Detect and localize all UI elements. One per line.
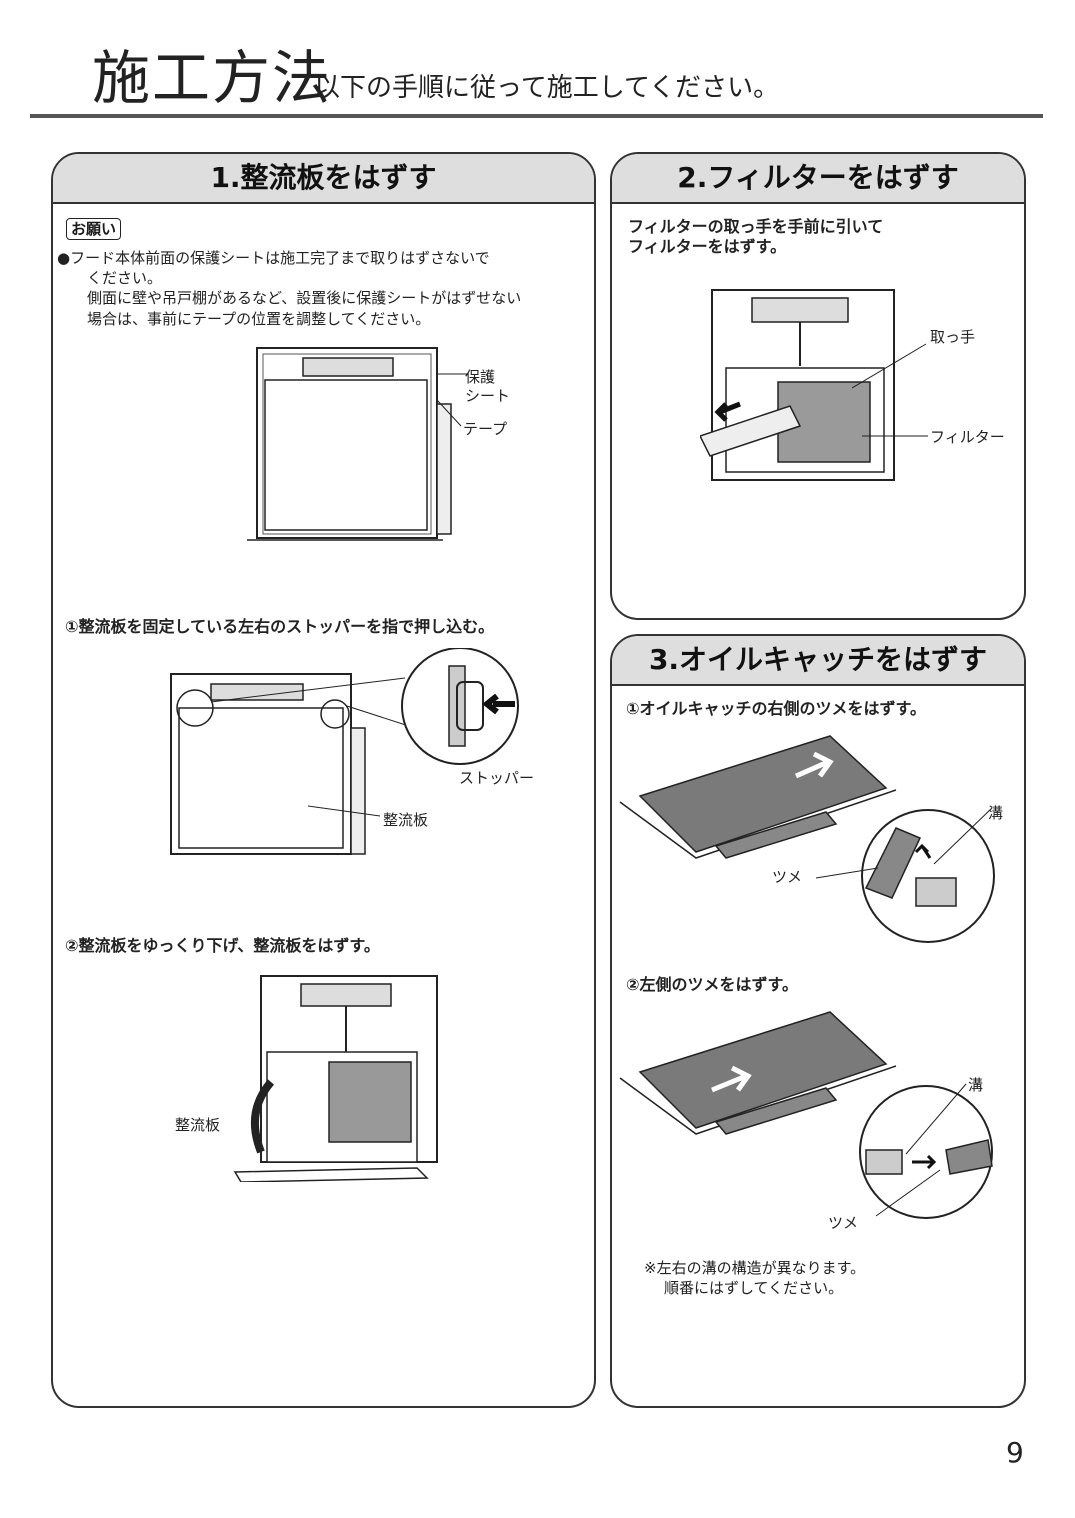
oil-catch-left-claw-illustration	[619, 1011, 993, 1219]
lowering-baffle-illustration	[233, 975, 438, 1182]
hood-protective-sheet-illustration	[247, 347, 452, 541]
section-title: 1.整流板をはずす	[210, 161, 437, 194]
step-text: ①オイルキャッチの右側のツメをはずす。	[626, 699, 926, 718]
page-header: 施工方法 以下の手順に従って施工してください。	[92, 46, 1042, 110]
section-remove-baffle-plate: 1.整流板をはずす お願い ●フード本体前面の保護シートは施工完了まで取りはずさ…	[51, 152, 596, 1408]
section-remove-oil-catch: 3.オイルキャッチをはずす ①オイルキャッチの右側のツメをはずす。 溝 ツメ ②…	[610, 634, 1026, 1408]
stopper-illustration	[170, 648, 519, 855]
oil-catch-right-claw-illustration	[619, 735, 995, 943]
note-text: ※左右の溝の構造が異なります。	[644, 1259, 866, 1277]
leader-line	[308, 805, 381, 817]
page-subtitle: 以下の手順に従って施工してください。	[314, 73, 780, 103]
label-stopper: ストッパー	[459, 769, 535, 787]
section-header: 2.フィルターをはずす	[612, 154, 1024, 204]
label-claw: ツメ	[772, 868, 803, 886]
notice-line: ください。	[87, 269, 163, 287]
leader-lines	[436, 373, 467, 427]
note-text: 順番にはずしてください。	[664, 1279, 844, 1297]
section-header: 1.整流板をはずす	[53, 154, 594, 204]
header-divider	[30, 114, 1043, 118]
notice-line: ●フード本体前面の保護シートは施工完了まで取りはずさないで	[57, 249, 490, 267]
notice-line: 側面に壁や吊戸棚があるなど、設置後に保護シートがはずせない	[87, 289, 522, 307]
label-tape: テープ	[463, 420, 508, 438]
label-protective-sheet: シート	[465, 387, 511, 405]
label-filter: フィルター	[930, 428, 1005, 446]
label-claw: ツメ	[828, 1214, 859, 1232]
notice-tag: お願い	[66, 218, 122, 240]
section-header: 3.オイルキャッチをはずす	[612, 636, 1024, 686]
step-text: ②整流板をゆっくり下げ、整流板をはずす。	[65, 936, 380, 955]
step-text: ①整流板を固定している左右のストッパーを指で押し込む。	[65, 617, 495, 636]
instruction-text: フィルターをはずす。	[628, 237, 787, 256]
step-text: ②左側のツメをはずす。	[626, 975, 798, 994]
label-handle: 取っ手	[930, 328, 976, 346]
section-title: 3.オイルキャッチをはずす	[648, 643, 988, 676]
label-baffle-plate: 整流板	[175, 1116, 221, 1134]
label-protective-sheet: 保護	[465, 368, 496, 386]
section-remove-filter: 2.フィルターをはずす フィルターの取っ手を手前に引いて フィルターをはずす。 …	[610, 152, 1026, 620]
label-baffle-plate: 整流板	[383, 811, 429, 829]
label-groove: 溝	[988, 804, 1004, 822]
leader-lines	[852, 343, 928, 437]
page-number: 9	[1006, 1436, 1024, 1469]
instruction-text: フィルターの取っ手を手前に引いて	[628, 217, 884, 236]
section-title: 2.フィルターをはずす	[677, 161, 959, 194]
notice-line: 場合は、事前にテープの位置を調整してください。	[87, 310, 431, 328]
label-groove: 溝	[968, 1076, 984, 1094]
page-title: 施工方法	[92, 44, 333, 112]
filter-removal-illustration	[700, 289, 895, 481]
